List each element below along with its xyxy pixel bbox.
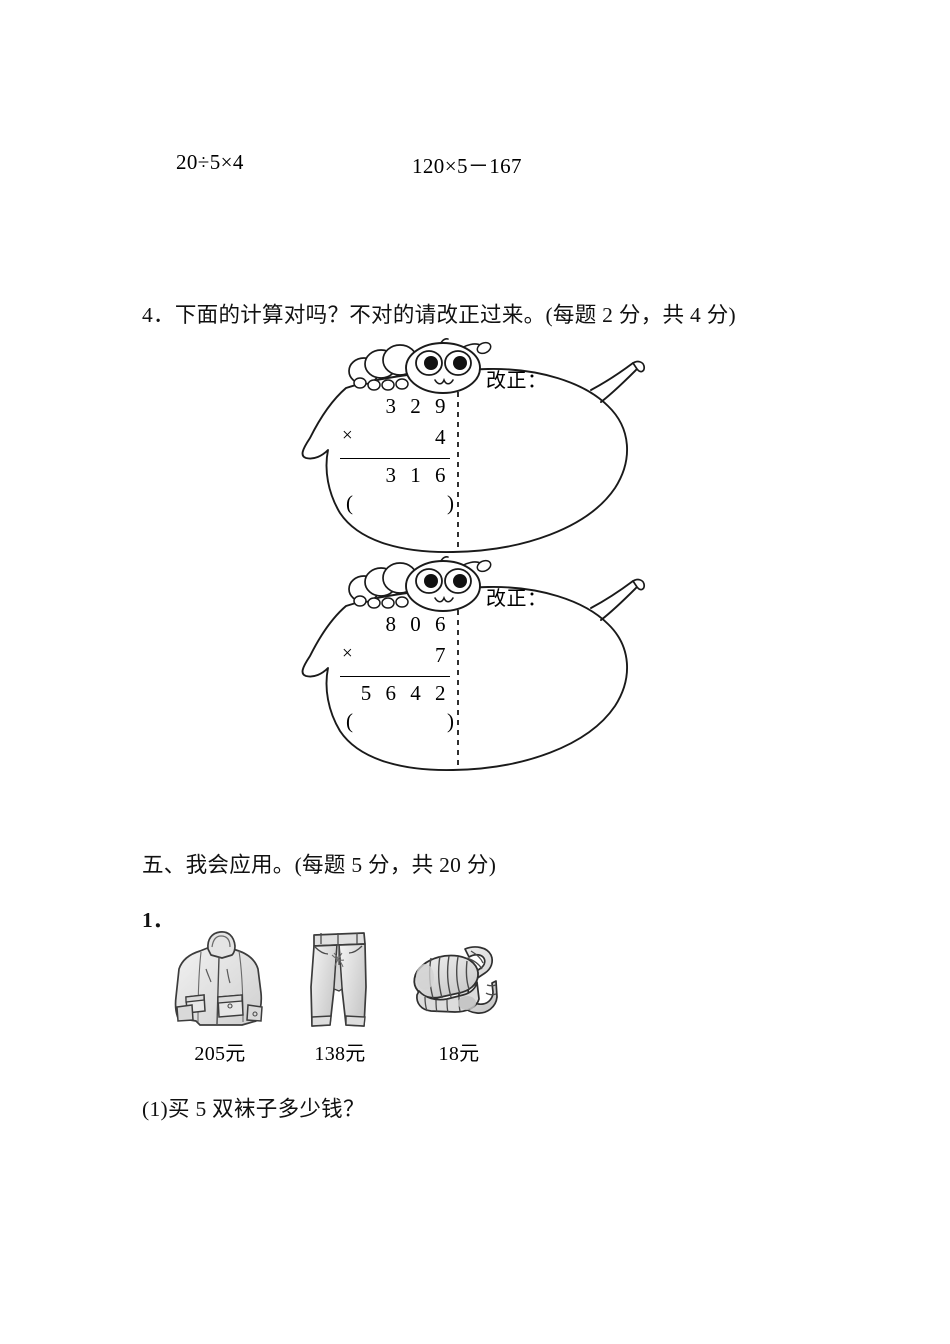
leaf-problem-2: 改正： 8 0 6 × 7 5 6 4 2 ( ) [288,556,658,771]
expression-2: 120×5－167 [412,154,522,178]
answer-parens-2: ( ) [340,709,454,737]
goods-item-pants: 138元 [288,925,388,1070]
expression-row: 20÷5×4 120×5－167 [142,150,822,186]
multiply-operator-1: × [342,425,353,446]
goods-item-jacket: 205元 [170,925,270,1070]
multiplier-2: 7 [435,643,450,667]
paren-left-1: ( [346,491,353,515]
paren-right-1: ) [447,491,454,515]
product-1: 3 1 6 [385,463,450,487]
pants-price: 138元 [314,1043,366,1065]
product-2: 5 6 4 2 [360,681,450,705]
section-5-heading: 五、我会应用。(每题 5 分，共 20 分) [142,853,497,877]
multiplier-1: 4 [435,425,450,449]
paren-right-2: ) [447,709,454,733]
goods-item-socks: 18元 [403,925,503,1070]
socks-price: 18元 [438,1043,480,1065]
paren-left-2: ( [346,709,353,733]
correction-label-1: 改正： [486,370,548,392]
socks-icon [413,946,498,1014]
expression-1: 20÷5×4 [176,150,244,174]
vertical-calculation-2: 8 0 6 × 7 5 6 4 2 ( ) [340,612,454,737]
multiplier-row-2: × 7 [340,643,450,674]
item-1-number: 1． [142,908,175,932]
multiplier-row-1: × 4 [340,425,450,456]
jacket-price: 205元 [194,1043,246,1065]
leaf-illustration-1 [301,338,645,553]
pants-icon [310,932,367,1027]
leaf-problem-1: 改正： 3 2 9 × 4 3 1 6 ( ) [288,338,658,553]
vertical-calculation-1: 3 2 9 × 4 3 1 6 ( ) [340,394,454,519]
calc-rule-1 [340,458,450,459]
correction-label-2: 改正： [486,588,548,610]
multiply-operator-2: × [342,643,353,664]
multiplicand-1: 3 2 9 [385,394,450,418]
goods-price-row: 205元 [170,925,510,1070]
multiplicand-2: 8 0 6 [385,612,450,636]
question-4-prompt: 4．下面的计算对吗？不对的请改正过来。(每题 2 分，共 4 分) [142,303,736,327]
leaf-illustration-2 [301,556,645,771]
sub-question-1: (1)买 5 双袜子多少钱？ [142,1097,365,1121]
answer-parens-1: ( ) [340,491,454,519]
jacket-icon [174,931,263,1026]
calc-rule-2 [340,676,450,677]
